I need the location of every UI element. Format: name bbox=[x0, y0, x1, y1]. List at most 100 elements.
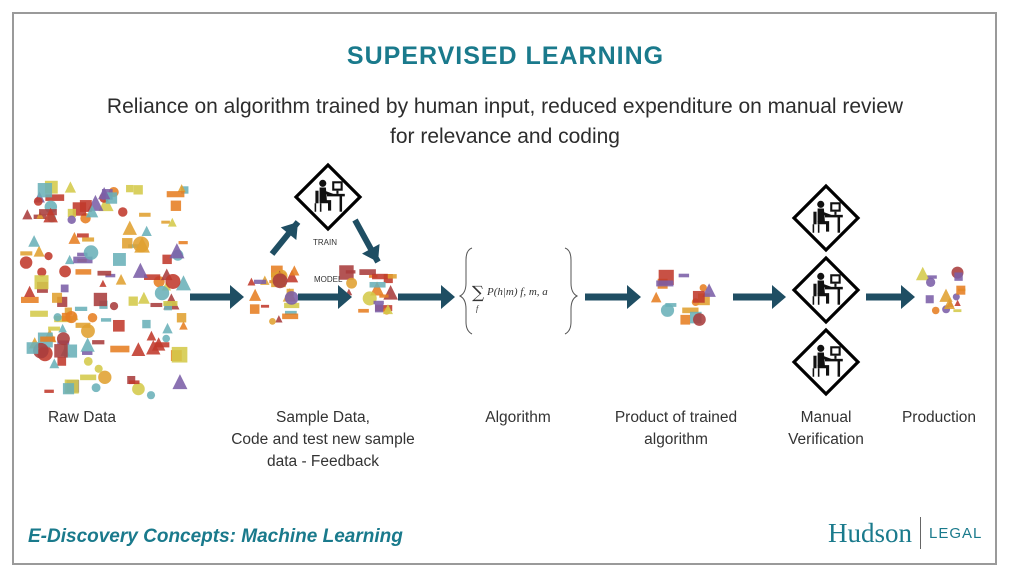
raw-data-shape bbox=[110, 346, 129, 353]
raw-data-shape bbox=[126, 185, 133, 192]
raw-data-shape bbox=[20, 256, 32, 268]
production-data-shape bbox=[939, 289, 952, 302]
product-line-2: algorithm bbox=[596, 429, 756, 451]
raw-data-shape bbox=[63, 383, 74, 394]
production-data-shape bbox=[932, 307, 940, 315]
raw-data-shape bbox=[162, 335, 170, 343]
raw-data-shape bbox=[52, 293, 62, 303]
raw-data-shape bbox=[20, 251, 32, 255]
model-data-shape bbox=[358, 309, 369, 313]
raw-data-shape bbox=[167, 191, 185, 197]
sample-data-shape bbox=[285, 291, 299, 305]
raw-data-shape bbox=[76, 323, 91, 328]
raw-data-shape bbox=[62, 313, 70, 321]
raw-data-shape bbox=[48, 327, 60, 331]
product-line-1: Product of trained bbox=[596, 407, 756, 429]
raw-data-shape bbox=[113, 253, 126, 266]
stage-manual-verification: Manual Verification bbox=[770, 407, 882, 451]
logo-divider bbox=[920, 517, 921, 549]
model-data-shape bbox=[379, 294, 388, 297]
raw-data-shape bbox=[133, 263, 148, 278]
raw-data-shape bbox=[57, 357, 66, 366]
model-data-shape bbox=[346, 278, 357, 289]
raw-data-shape bbox=[80, 375, 96, 381]
raw-data-shape bbox=[142, 320, 150, 328]
footer-caption: E-Discovery Concepts: Machine Learning bbox=[28, 526, 403, 548]
raw-data-shape bbox=[147, 391, 155, 399]
train-person-icon bbox=[296, 165, 360, 229]
product-data-shape bbox=[693, 313, 706, 326]
algorithm-formula: ∑ f P(h|m) f, m, a bbox=[460, 248, 577, 334]
production-data-shape bbox=[916, 267, 930, 281]
raw-data-label: Raw Data bbox=[22, 407, 142, 429]
raw-data-shape bbox=[118, 207, 127, 216]
raw-data-shape bbox=[122, 238, 132, 248]
raw-data-shape bbox=[142, 226, 152, 236]
sample-data-line-1: Sample Data, bbox=[208, 407, 438, 429]
raw-data-shape bbox=[61, 285, 69, 293]
raw-data-shape bbox=[94, 293, 107, 306]
raw-data-shape bbox=[65, 181, 76, 192]
raw-data-shape bbox=[162, 255, 171, 264]
sample-data-line-2: Code and test new sample bbox=[208, 429, 438, 451]
raw-data-shape bbox=[30, 311, 48, 317]
product-data-shape bbox=[661, 304, 674, 317]
raw-data-shape bbox=[27, 342, 39, 354]
product-data-shape bbox=[651, 292, 662, 303]
raw-data-shape bbox=[53, 313, 61, 321]
raw-data-shape bbox=[82, 237, 94, 241]
svg-text:f: f bbox=[476, 304, 480, 313]
manual-verification-icon-3 bbox=[794, 330, 858, 394]
raw-data-shape bbox=[59, 266, 71, 278]
raw-data-shape bbox=[163, 301, 177, 306]
product-data-shape bbox=[656, 280, 673, 286]
raw-data-shape bbox=[92, 340, 104, 344]
raw-data-shape bbox=[97, 271, 111, 276]
raw-data-shape bbox=[80, 337, 94, 351]
stage-sample-data: Sample Data, Code and test new sample da… bbox=[208, 407, 438, 473]
raw-data-shape bbox=[139, 213, 151, 217]
raw-data-shape bbox=[92, 383, 101, 392]
stage-algorithm: Algorithm bbox=[463, 407, 573, 429]
raw-data-shape bbox=[34, 246, 45, 257]
sample-data-shape bbox=[269, 318, 276, 325]
raw-data-shape bbox=[44, 390, 53, 393]
raw-data-shape bbox=[131, 342, 145, 356]
train-tag: TRAIN bbox=[313, 238, 337, 247]
raw-data-shape bbox=[75, 307, 87, 311]
arrow-right-icon bbox=[733, 285, 786, 309]
raw-data-shape bbox=[82, 351, 92, 355]
raw-data-shape bbox=[150, 303, 162, 307]
sample-data-line-3: data - Feedback bbox=[208, 451, 438, 473]
raw-data-shape bbox=[172, 347, 188, 363]
raw-data-shape bbox=[147, 331, 157, 341]
raw-data-shape bbox=[99, 280, 106, 287]
product-data-shape bbox=[680, 315, 690, 325]
production-label: Production bbox=[882, 407, 996, 429]
arrow-right-icon bbox=[585, 285, 641, 309]
raw-data-shape bbox=[40, 337, 55, 342]
raw-data-shape bbox=[101, 318, 111, 322]
sample-data-shape bbox=[289, 265, 299, 275]
raw-data-shape bbox=[84, 357, 93, 366]
logo-main-text: Hudson bbox=[828, 518, 912, 549]
raw-data-shape bbox=[54, 344, 67, 357]
raw-data-shape bbox=[155, 286, 169, 300]
raw-data-shape bbox=[21, 297, 39, 303]
arrow-right-icon bbox=[398, 285, 455, 309]
raw-data-shape bbox=[129, 380, 140, 384]
raw-data-shape bbox=[133, 236, 149, 252]
raw-data-shape bbox=[84, 245, 99, 260]
raw-data-shape bbox=[24, 286, 35, 297]
manual-line-2: Verification bbox=[770, 429, 882, 451]
raw-data-shape bbox=[44, 252, 52, 260]
production-data-shape bbox=[954, 300, 960, 306]
stage-raw-data: Raw Data bbox=[22, 407, 142, 429]
production-data-shape bbox=[956, 286, 965, 295]
raw-data-shape bbox=[75, 269, 91, 274]
model-data-shape bbox=[372, 274, 388, 279]
product-data-shape bbox=[679, 274, 689, 278]
raw-data-shape bbox=[67, 216, 75, 224]
raw-data-shape bbox=[123, 221, 137, 235]
